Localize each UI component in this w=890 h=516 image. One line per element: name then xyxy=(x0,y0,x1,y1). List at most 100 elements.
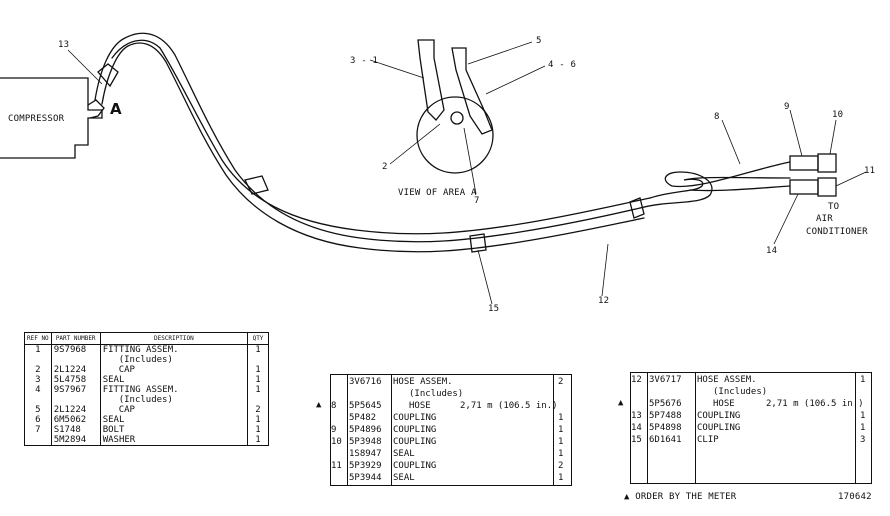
callout-11: 11 xyxy=(864,166,876,176)
row-desc: HOSE ASSEM. xyxy=(393,377,453,387)
row-part: 2L1224 xyxy=(51,365,101,375)
row-desc: COUPLING xyxy=(393,425,437,435)
row-qty: 1 xyxy=(558,473,564,483)
row-part: 5P3944 xyxy=(349,473,382,483)
row-qty: 1 xyxy=(255,365,261,375)
callout-7: 7 xyxy=(474,196,480,206)
order-by-meter-marker: ▲ xyxy=(316,400,322,410)
row-desc: HOSE xyxy=(409,401,431,411)
destination-line-3: CONDITIONER xyxy=(806,227,868,237)
row-desc: COUPLING xyxy=(697,423,741,433)
row-desc: (Includes) xyxy=(100,395,249,405)
row-qty: 1 xyxy=(558,413,564,423)
fitting-assembly-left xyxy=(417,39,445,121)
fitting-11 xyxy=(817,177,837,197)
fitting-bolt xyxy=(450,111,464,125)
row-desc: (Includes) xyxy=(100,355,249,365)
lower-hose-outer xyxy=(111,39,651,235)
row-desc: FITTING ASSEM. xyxy=(100,385,249,395)
row-qty: 1 xyxy=(860,423,866,433)
drawing-code: 170642 xyxy=(838,492,872,502)
row-ref: 10 xyxy=(331,437,342,447)
table-row: 4 9S7967 FITTING ASSEM. 1 xyxy=(24,385,269,395)
callout-4-6: 4 - 6 xyxy=(548,60,577,70)
row-desc: COUPLING xyxy=(393,461,437,471)
row-part: S1748 xyxy=(51,425,101,435)
row-qty: 1 xyxy=(255,375,261,385)
row-desc: HOSE xyxy=(713,399,735,409)
row-qty: 1 xyxy=(558,425,564,435)
row-part xyxy=(51,395,101,405)
table-row: (Includes) xyxy=(24,395,269,405)
fitting-assembly-right xyxy=(451,47,493,135)
table-row: 6 6M5062 SEAL 1 xyxy=(24,415,269,425)
table-row: 3 5L4758 SEAL 1 xyxy=(24,375,269,385)
row-ref xyxy=(24,395,52,405)
row-desc: FITTING ASSEM. xyxy=(100,344,249,355)
row-ref: 3 xyxy=(24,375,52,385)
row-part: 2L1224 xyxy=(51,405,101,415)
row-part: 6M5062 xyxy=(51,415,101,425)
table-row: (Includes) xyxy=(24,355,269,365)
parts-table-2 xyxy=(330,374,572,486)
row-qty: 1 xyxy=(255,345,261,355)
callout-13: 13 xyxy=(58,40,70,50)
row-desc: WASHER xyxy=(100,435,249,446)
row-part: 9S7968 xyxy=(51,344,101,355)
compressor-label: COMPRESSOR xyxy=(8,114,65,124)
callout-14: 14 xyxy=(766,246,778,256)
row-desc: COUPLING xyxy=(393,413,437,423)
row-qty: 1 xyxy=(255,425,261,435)
right-loop-inner xyxy=(649,176,791,199)
view-area-circle xyxy=(416,96,494,174)
row-qty: 1 xyxy=(255,415,261,425)
fitting-14 xyxy=(789,179,819,195)
right-loop-outer xyxy=(639,161,791,209)
row-desc: SEAL xyxy=(100,375,249,385)
row-qty: 1 xyxy=(860,411,866,421)
row-qty: 1 xyxy=(558,437,564,447)
row-part: 5L4758 xyxy=(51,375,101,385)
compressor-fitting xyxy=(87,99,105,119)
row-part: 9S7967 xyxy=(51,385,101,395)
row-ref: 6 xyxy=(24,415,52,425)
row-part: 5P7488 xyxy=(649,411,682,421)
row-part: 5P482 xyxy=(349,413,377,423)
hose-to-ac-lower xyxy=(689,185,791,192)
order-by-meter-marker: ▲ xyxy=(618,398,624,408)
destination-line-2: AIR xyxy=(816,214,833,224)
row-part: 3V6716 xyxy=(349,377,382,387)
row-ref: 4 xyxy=(24,385,52,395)
row-ref: 14 xyxy=(631,423,642,433)
header-ref: REF NO xyxy=(24,332,52,345)
table-row: 5 2L1224 CAP 2 xyxy=(24,405,269,415)
row-desc: (Includes) xyxy=(713,387,768,397)
callout-8: 8 xyxy=(714,112,720,122)
row-part: 5P5676 xyxy=(649,399,682,409)
callout-12: 12 xyxy=(598,296,610,306)
callout-15: 15 xyxy=(488,304,500,314)
row-part xyxy=(51,355,101,365)
row-desc: (Includes) xyxy=(409,389,464,399)
row-ref: 12 xyxy=(631,375,642,385)
row-ref: 13 xyxy=(631,411,642,421)
row-ref: 15 xyxy=(631,435,642,445)
header-desc: DESCRIPTION xyxy=(100,332,249,345)
row-length: 2,71 m (106.5 in.) xyxy=(460,401,558,411)
row-qty: 3 xyxy=(860,435,866,445)
callout-10: 10 xyxy=(832,110,844,120)
row-ref: 7 xyxy=(24,425,52,435)
row-qty: 2 xyxy=(255,405,261,415)
clip-middle xyxy=(469,233,487,253)
fitting-10 xyxy=(817,153,837,173)
area-a-marker: A xyxy=(110,100,122,118)
row-ref: 9 xyxy=(331,425,337,435)
table-row: 5M2894 WASHER 1 xyxy=(24,435,269,446)
row-desc: BOLT xyxy=(100,425,249,435)
row-part: 6D1641 xyxy=(649,435,682,445)
row-part: 5P3929 xyxy=(349,461,382,471)
compressor-outline xyxy=(0,77,103,159)
row-desc: SEAL xyxy=(100,415,249,425)
